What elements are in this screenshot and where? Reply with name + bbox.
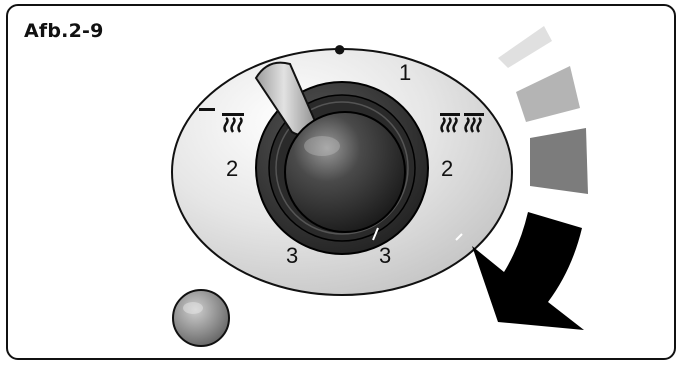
rotation-direction-arrow bbox=[472, 26, 588, 330]
position-1-label: 1 bbox=[399, 60, 411, 85]
indicator-light bbox=[172, 289, 230, 347]
minus-single-heating-icon bbox=[199, 108, 244, 133]
arrow-segment-1 bbox=[498, 26, 552, 68]
arrow-segment-2 bbox=[516, 66, 580, 122]
control-knob[interactable] bbox=[284, 111, 406, 233]
arrow-segment-3 bbox=[530, 128, 588, 194]
top-marker-dot: ● bbox=[333, 36, 346, 61]
position-3-left-label: 3 bbox=[286, 243, 298, 268]
figure-frame bbox=[6, 4, 676, 360]
figure-label: Afb.2-9 bbox=[24, 20, 104, 42]
knob-tick-mark bbox=[372, 227, 379, 241]
double-heating-icon bbox=[440, 113, 484, 133]
position-2-left-label: 2 bbox=[226, 156, 238, 181]
position-2-right-label: 2 bbox=[441, 156, 453, 181]
arrow-segment-4-head bbox=[472, 212, 584, 330]
position-3-right-label: 3 bbox=[379, 243, 391, 268]
